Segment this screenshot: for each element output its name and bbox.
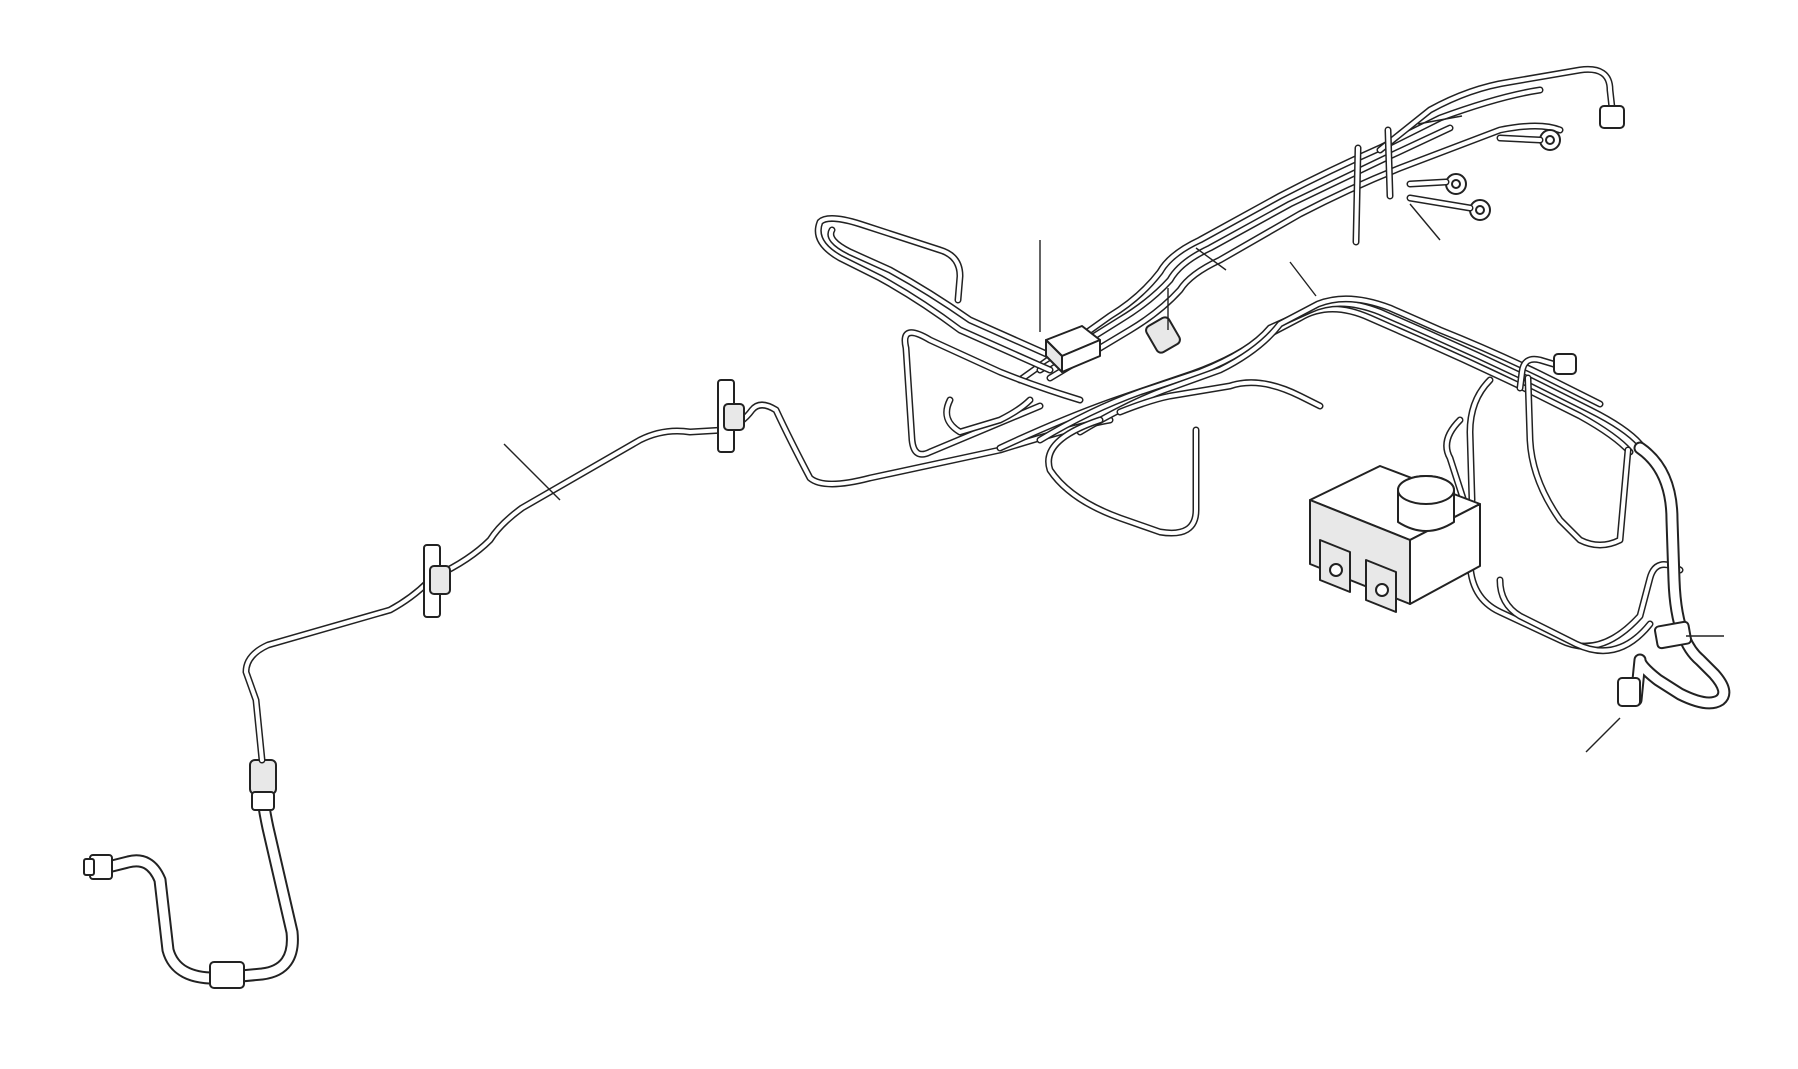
front-brake-line-connector — [1599, 105, 1625, 129]
junction-block — [1045, 316, 1181, 373]
union-fitting-center — [1145, 316, 1181, 354]
union-fitting — [249, 759, 277, 811]
leader-hose-end — [1585, 717, 1621, 753]
front-brake-hose-right — [1617, 441, 1731, 710]
abs-modulator — [1309, 465, 1481, 613]
leader-banjo — [1409, 203, 1441, 241]
line-end-fitting — [1553, 353, 1577, 375]
rear-brake-line — [242, 401, 1114, 764]
leader-rear-line — [503, 443, 561, 501]
leader-upper-pipe — [1417, 115, 1463, 125]
leader-bundle-1 — [1195, 247, 1227, 271]
line-clip-2 — [717, 379, 745, 453]
leader-bundle-2 — [1289, 261, 1317, 297]
line-bundle — [814, 65, 1684, 655]
leader-lines — [503, 115, 1724, 753]
rear-brake-hose-left — [83, 759, 299, 989]
banjo-fittings — [1406, 129, 1561, 221]
hose-sleeve — [209, 961, 245, 989]
hose-end-connector — [83, 854, 113, 880]
line-clip-1 — [423, 544, 451, 618]
